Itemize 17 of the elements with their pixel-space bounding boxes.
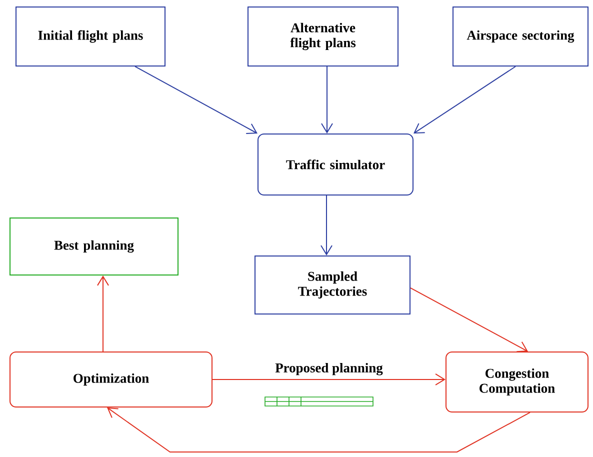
data-box: Sampled Trajectories xyxy=(254,255,410,314)
process-box: Congestion Computation xyxy=(446,351,588,412)
process-box: Optimization xyxy=(10,351,212,408)
input-box: Alternative flight plans xyxy=(248,6,398,66)
arrow xyxy=(212,373,446,386)
arrow xyxy=(414,66,516,134)
edge-label: Proposed planning xyxy=(274,362,384,376)
output-box: Best planning xyxy=(10,217,178,276)
arrow xyxy=(107,407,530,452)
input-box: Initial flight plans xyxy=(16,6,166,66)
arrow xyxy=(410,287,528,352)
arrow xyxy=(97,275,109,352)
arrow xyxy=(320,194,332,256)
arrow xyxy=(134,66,258,134)
process-box: Traffic simulator xyxy=(258,133,414,196)
arrow xyxy=(321,66,333,134)
input-box: Airspace sectoring xyxy=(452,6,588,66)
